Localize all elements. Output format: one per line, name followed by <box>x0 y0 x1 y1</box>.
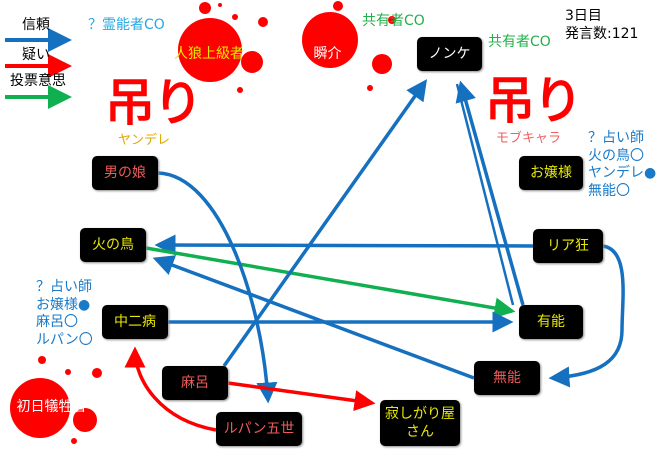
edge-yuno-nonke <box>455 80 525 306</box>
node-chuni[interactable]: 中二病 <box>102 305 168 339</box>
seer-line: ？占い師 <box>36 279 92 295</box>
seer-line: お嬢様● <box>36 296 91 313</box>
edge-riakyo-muno <box>548 244 625 388</box>
post-count: 発言数:121 <box>565 26 639 42</box>
seer-results-left: ？占い師お嬢様●麻呂〇ルパン〇 <box>36 279 93 349</box>
blood-splatter <box>10 1 396 444</box>
edge-otokonoko-lupin <box>157 171 278 404</box>
hanged-label-right: 吊り <box>485 72 583 130</box>
legend-vote-label: 投票意思 <box>10 73 66 89</box>
node-otokonoko[interactable]: 男の娘 <box>92 156 158 190</box>
hanged-label-left: 吊り <box>105 74 203 132</box>
legend-trust-label: 信頼 <box>22 17 50 33</box>
node-riakyo[interactable]: リア狂 <box>533 229 603 263</box>
edge-hinotori-yuno <box>145 246 516 319</box>
node-lupin[interactable]: ルパン五世 <box>216 412 302 446</box>
legend-doubt-label: 疑い <box>22 47 50 63</box>
seer-line: 火の鳥〇 <box>588 147 644 164</box>
seer-line: 麻呂〇 <box>36 314 78 330</box>
node-shonichi[interactable]: 初日犠牲者 <box>16 399 87 415</box>
node-hinotori[interactable]: 火の鳥 <box>80 228 146 262</box>
edge-yuno-nonke-2 <box>455 83 515 306</box>
node-muno[interactable]: 無能 <box>474 361 540 395</box>
medium-co-label: ？霊能者CO <box>88 17 165 33</box>
seer-results-right: ？占い師火の鳥〇ヤンデレ●無能〇 <box>588 130 656 200</box>
seer-line: ヤンデレ● <box>588 165 657 181</box>
seer-line: ？占い師 <box>588 130 644 146</box>
seer-line: 無能〇 <box>588 182 630 199</box>
node-jinro[interactable]: 人狼上級者 <box>174 46 244 62</box>
node-nonke[interactable]: ノンケ <box>417 37 482 71</box>
node-sabishigari[interactable]: 寂しがり屋さん <box>380 400 460 446</box>
node-maro[interactable]: 麻呂 <box>162 366 228 400</box>
node-ojousama[interactable]: お嬢様 <box>519 156 583 190</box>
hanged-name-left: ヤンデレ <box>118 133 171 148</box>
node-shunsuke[interactable]: 瞬介 <box>313 46 342 62</box>
day-label: 3日目 <box>565 8 602 24</box>
edge-riakyo-hinotori <box>154 234 534 256</box>
shared-co-label-2: 共有者CO <box>488 34 551 50</box>
node-yuno[interactable]: 有能 <box>519 305 583 339</box>
seer-line: ルパン〇 <box>36 331 93 348</box>
hanged-name-right: モブキャラ <box>496 131 562 146</box>
edge-muno-hinotori <box>152 255 475 380</box>
edge-maro-sabishigari <box>227 381 376 411</box>
edge-lupin-chuni <box>124 346 217 432</box>
shared-co-label-1: 共有者CO <box>362 13 425 29</box>
